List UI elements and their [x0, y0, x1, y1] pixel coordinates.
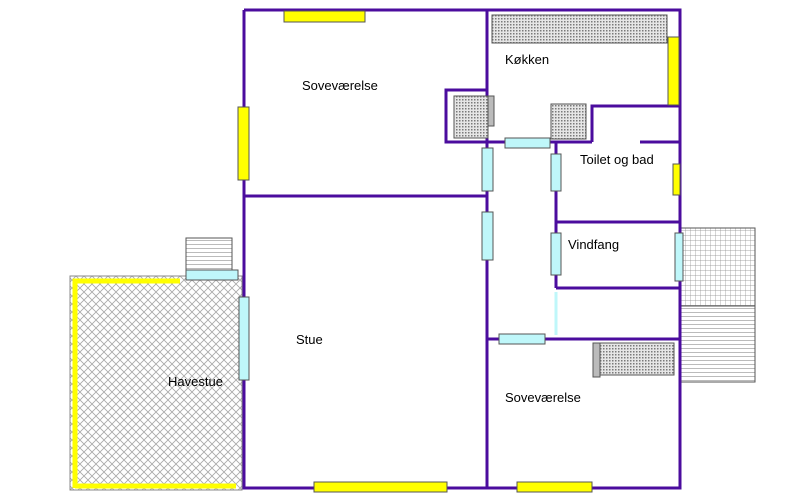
- garden-room-floor: [69, 275, 243, 491]
- terrace-stair: [679, 305, 756, 383]
- kitchen-counter: [491, 14, 668, 44]
- stove-edge: [487, 95, 495, 127]
- door-living-garden: [238, 296, 250, 381]
- garden-room-glazing: [72, 278, 180, 488]
- label-bedroom-top: Soveværelse: [302, 78, 378, 93]
- door-center-upper: [481, 147, 494, 192]
- window-bath-right: [672, 163, 681, 196]
- label-living: Stue: [296, 332, 323, 347]
- bed: [599, 342, 675, 376]
- door-center-lower: [481, 211, 494, 261]
- label-bedroom-bottom: Soveværelse: [505, 390, 581, 405]
- terrace-grid: [679, 227, 756, 307]
- window-left-bedroom: [237, 106, 250, 181]
- window-bedroom2-bottom: [516, 481, 593, 493]
- label-bathroom: Toilet og bad: [580, 152, 654, 167]
- wall-bath-top: [590, 104, 680, 142]
- stove: [453, 95, 489, 139]
- kitchen-appliance: [550, 103, 587, 140]
- door-kitchen-hall: [504, 137, 551, 149]
- door-entry-outside: [674, 232, 684, 282]
- door-bath: [550, 153, 562, 192]
- window-kitchen-right: [667, 36, 680, 106]
- bed-headboard: [592, 342, 601, 378]
- door-entry-hall: [550, 232, 562, 276]
- window-top-bedroom: [283, 10, 366, 23]
- window-living-bottom: [313, 481, 448, 493]
- door-garden: [185, 269, 239, 281]
- door-bedroom2: [498, 333, 546, 345]
- label-garden-room: Havestue: [168, 374, 223, 389]
- garden-stair: [185, 237, 233, 273]
- label-entry: Vindfang: [568, 237, 619, 252]
- label-kitchen: Køkken: [505, 52, 549, 67]
